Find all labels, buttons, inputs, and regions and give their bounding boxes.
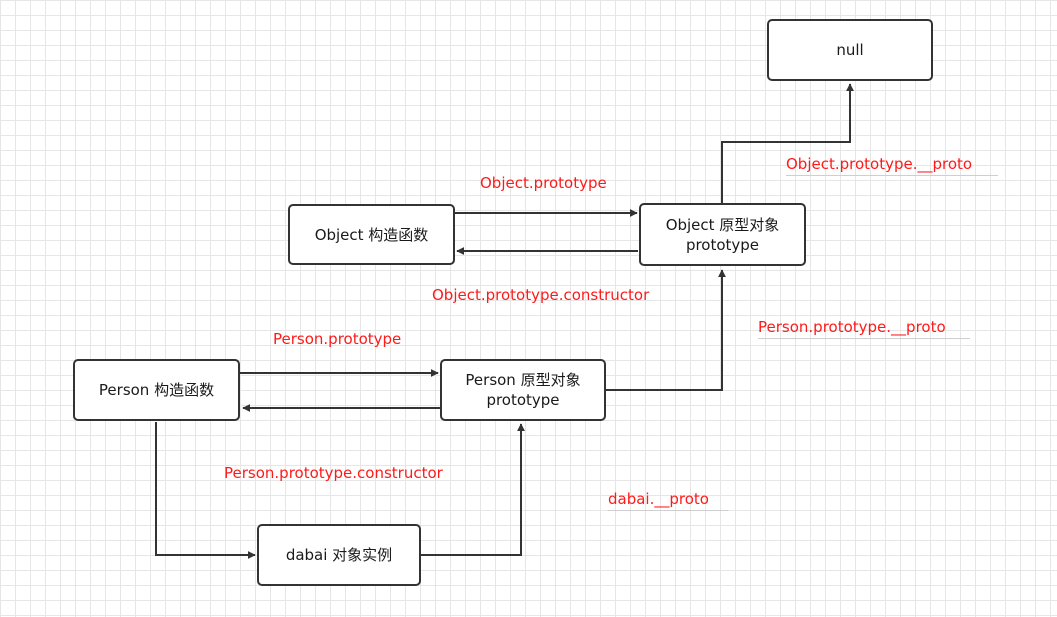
arrow-person-proto-to-object-proto [604,269,726,391]
object-prototype-label-line1: Object 原型对象 [665,215,780,234]
label-object-prototype-constructor: Object.prototype.constructor [432,286,650,304]
label-underline [758,338,970,339]
dabai-instance-label: dabai 对象实例 [285,546,393,564]
label-object-prototype-proto: Object.prototype.__proto [786,155,973,173]
arrow-person-ctor-to-dabai [155,422,256,559]
person-constructor-node: Person 构造函数 [73,359,240,421]
label-underline [608,510,728,511]
null-node: null [767,19,933,81]
person-prototype-label-line2: prototype [486,391,560,409]
object-constructor-node: Object 构造函数 [288,204,455,265]
null-node-label: null [836,41,864,59]
label-dabai-proto: dabai.__proto [608,490,709,508]
label-object-prototype: Object.prototype [480,174,607,192]
person-prototype-node: Person 原型对象 prototype [440,359,606,421]
arrow-object-proto-to-null [721,83,854,203]
object-prototype-node: Object 原型对象 prototype [639,203,806,266]
arrow-dabai-to-person-proto [421,423,525,556]
object-constructor-label: Object 构造函数 [314,225,429,244]
dabai-instance-node: dabai 对象实例 [257,524,421,586]
label-person-prototype-proto: Person.prototype.__proto [758,318,946,336]
label-person-prototype-constructor: Person.prototype.constructor [224,464,443,482]
object-prototype-label-line2: prototype [685,235,760,254]
label-underline [786,175,998,176]
person-constructor-label: Person 构造函数 [98,381,215,399]
label-person-prototype: Person.prototype [273,330,402,348]
person-prototype-label-line1: Person 原型对象 [465,371,581,389]
